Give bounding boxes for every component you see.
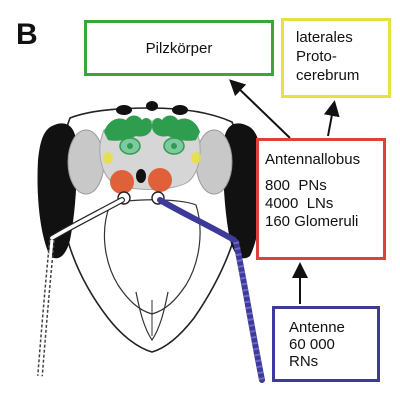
- lateral-protocerebrum-left: [103, 152, 113, 164]
- clypeus-outline: [103, 199, 201, 315]
- antenne-line-1: Antenne: [289, 319, 345, 336]
- antenna-left-scape-fill: [50, 198, 124, 240]
- panel-label: B: [16, 18, 38, 51]
- antennallobus-box: Antennallobus 800 PNs 4000 LNs 160 Glome…: [256, 138, 386, 260]
- arrow-to-pilzkoerper: [229, 79, 291, 139]
- antenna-right-flagellum-segments: [233, 241, 265, 381]
- ocellus-middle: [146, 101, 158, 111]
- antenna-right-scape: [157, 197, 237, 243]
- antennal-lobe-left: [110, 170, 134, 194]
- compound-eye-right: [223, 123, 263, 259]
- pilzkoerper-box: Pilzkörper: [84, 20, 274, 76]
- optic-lobe-right: [195, 129, 233, 195]
- ocellus-left: [116, 105, 132, 115]
- optic-lobe-left: [67, 129, 105, 195]
- esophagus-hole: [136, 169, 146, 183]
- antennal-lobe-right: [148, 168, 172, 192]
- antennallobus-glomeruli: 160 Glomeruli: [265, 213, 359, 230]
- laterales-line-1: laterales: [296, 29, 353, 46]
- antenna-right-flagellum: [233, 239, 265, 383]
- antenna-left-flagellum-fill: [38, 239, 54, 377]
- antenne-box: Antenne 60 000 RNs: [272, 306, 380, 382]
- laterales-line-3: cerebrum: [296, 67, 360, 84]
- antennallobus-title: Antennallobus: [265, 151, 361, 168]
- arrow-to-laterales: [323, 100, 340, 137]
- antennallobus-pns: 800 PNs: [265, 177, 327, 194]
- ocellus-right: [172, 105, 188, 115]
- compound-eye-left: [37, 123, 77, 259]
- antenne-line-2: 60 000: [289, 336, 335, 353]
- antennallobus-lns: 4000 LNs: [265, 195, 334, 212]
- pilzkoerper-label: Pilzkörper: [145, 39, 213, 57]
- mushroom-body: [104, 115, 200, 155]
- laterales-line-2: Proto-: [296, 48, 337, 65]
- lateral-protocerebrum-right: [191, 152, 201, 164]
- antenne-line-3: RNs: [289, 353, 319, 370]
- mandible-outline: [135, 291, 169, 342]
- laterales-protocerebrum-box: laterales Proto- cerebrum: [281, 18, 391, 98]
